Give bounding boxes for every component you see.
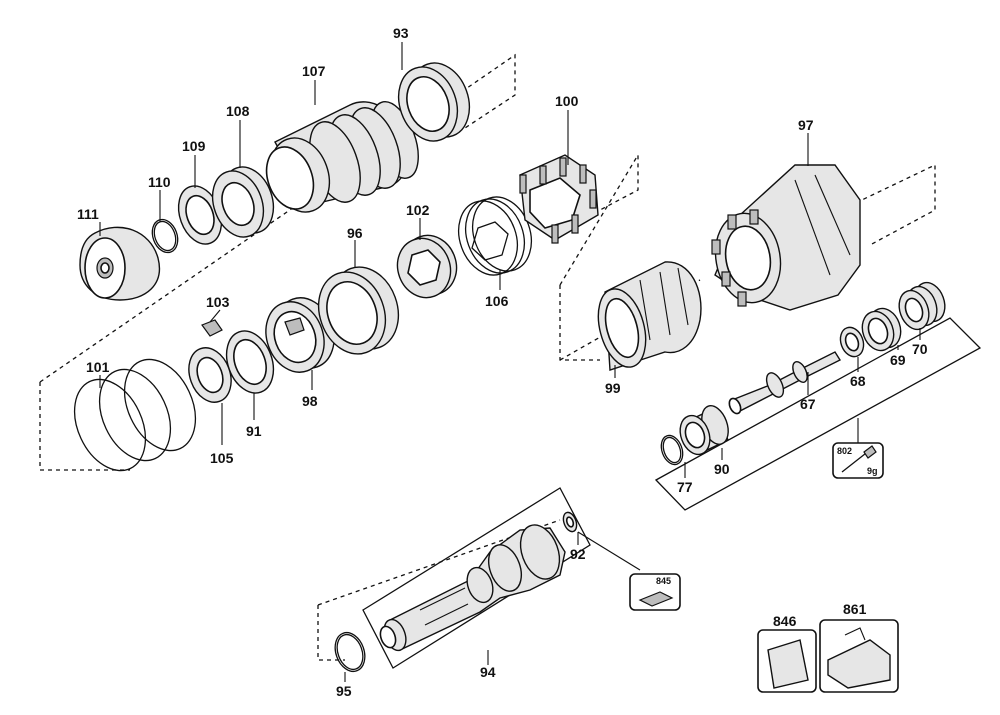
label-70: 70: [912, 341, 928, 357]
part-70-bellows: [898, 281, 946, 331]
label-68: 68: [850, 373, 866, 389]
label-802: 802: [837, 446, 852, 456]
part-69-bushing: [861, 307, 902, 352]
part-846-bag-box: [757, 629, 817, 693]
part-101-spring-rings: [73, 358, 197, 472]
label-93: 93: [393, 25, 409, 41]
part-67-striker: [728, 351, 842, 415]
leader-lines: [99, 42, 921, 682]
label-98: 98: [302, 393, 318, 409]
label-845: 845: [656, 576, 671, 586]
part-99-castellated-sleeve: [597, 261, 702, 371]
part-97-gear-housing: [711, 164, 861, 311]
part-845-seal-kit-box: [629, 573, 681, 611]
label-67: 67: [800, 396, 816, 412]
bracket-frames: [362, 317, 982, 669]
label-69: 69: [890, 352, 906, 368]
label-101: 101: [86, 359, 110, 375]
label-9g: 9g: [867, 466, 878, 476]
part-103-key: [201, 319, 223, 337]
part-98-ratchet-ring: [265, 297, 335, 373]
part-91-ring: [225, 330, 275, 394]
label-100: 100: [555, 93, 579, 109]
label-95: 95: [336, 683, 352, 699]
part-90-guide-sleeve: [679, 405, 729, 456]
label-102: 102: [406, 202, 430, 218]
part-102-hex-nut: [396, 234, 458, 299]
part-105-ring: [188, 347, 232, 403]
label-110: 110: [148, 174, 171, 190]
part-108-bushing: [211, 166, 275, 238]
label-846: 846: [773, 613, 797, 629]
label-106: 106: [485, 293, 509, 309]
label-105: 105: [210, 450, 234, 466]
label-103: 103: [206, 294, 230, 310]
label-77: 77: [677, 479, 693, 495]
label-91: 91: [246, 423, 262, 439]
part-68-washer: [839, 326, 865, 358]
part-111-end-cap: [79, 226, 161, 301]
label-99: 99: [605, 380, 621, 396]
label-107: 107: [302, 63, 326, 79]
part-802-grease-box: [832, 442, 884, 479]
label-92: 92: [570, 546, 586, 562]
part-96-clutch-ring: [317, 266, 400, 355]
part-100-gear-cage: [519, 154, 599, 244]
part-107-bellows-sleeve: [265, 101, 419, 213]
label-109: 109: [182, 138, 206, 154]
part-77-o-ring: [660, 434, 684, 466]
part-labels: 93 107 108 109 110 111 100 102 96 106 10…: [77, 25, 928, 699]
label-861: 861: [843, 601, 867, 617]
label-108: 108: [226, 103, 250, 119]
part-106-spring: [458, 196, 532, 276]
part-92-washer: [562, 511, 578, 533]
part-94-tool-holder: [379, 524, 566, 652]
part-861-case-box: [819, 619, 899, 693]
label-96: 96: [347, 225, 363, 241]
label-111: 111: [77, 206, 99, 222]
label-94: 94: [480, 664, 496, 680]
label-97: 97: [798, 117, 814, 133]
part-93-large-ring: [397, 62, 471, 142]
part-109-washer: [177, 185, 223, 245]
part-95-o-ring: [334, 631, 366, 673]
label-90: 90: [714, 461, 730, 477]
